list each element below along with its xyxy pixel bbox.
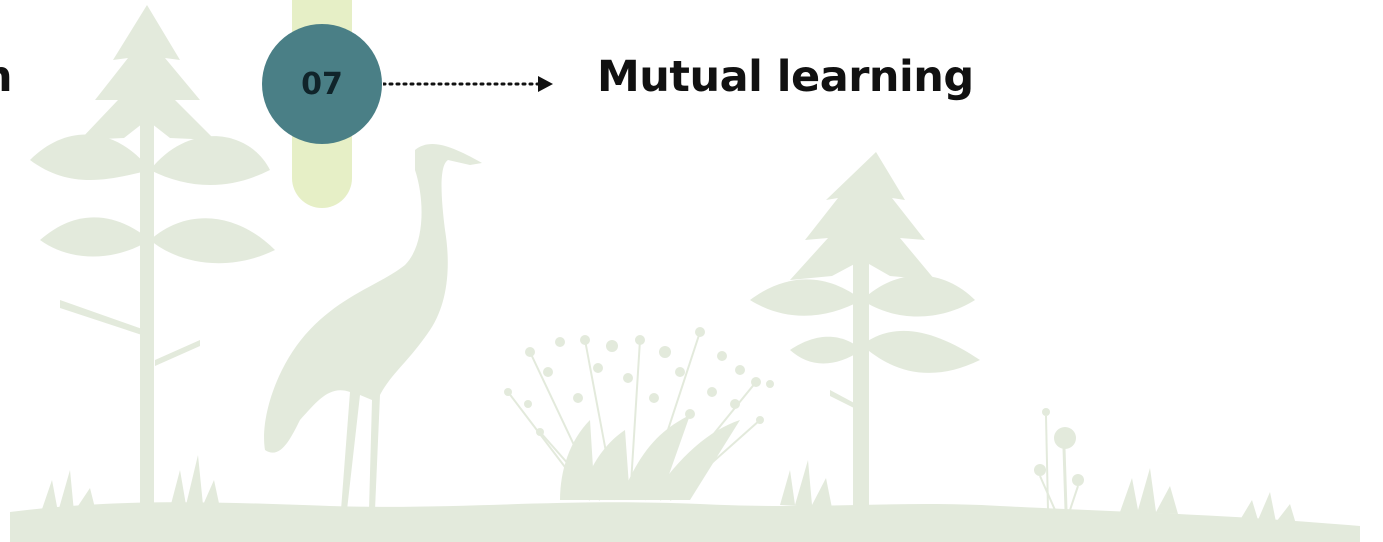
grass-icon — [40, 470, 96, 515]
step-label: Mutual learning — [597, 52, 974, 102]
pine-tree-icon — [30, 5, 275, 520]
dandelion-plant-icon — [1034, 408, 1084, 511]
previous-step-label: essential — [597, 0, 812, 10]
grass-icon — [1120, 468, 1178, 514]
pine-tree-icon — [750, 152, 980, 510]
previous-left-label: n — [0, 52, 13, 102]
grass-icon — [1240, 492, 1296, 524]
grass-icon — [170, 455, 220, 508]
ground-icon — [10, 502, 1360, 542]
grass-icon — [780, 460, 832, 508]
step-number: 07 — [301, 66, 343, 102]
step-number-badge: 07 — [262, 24, 382, 144]
dotted-arrow-icon — [383, 76, 553, 92]
grass-bush-icon — [504, 327, 774, 501]
crane-bird-icon — [264, 144, 482, 510]
